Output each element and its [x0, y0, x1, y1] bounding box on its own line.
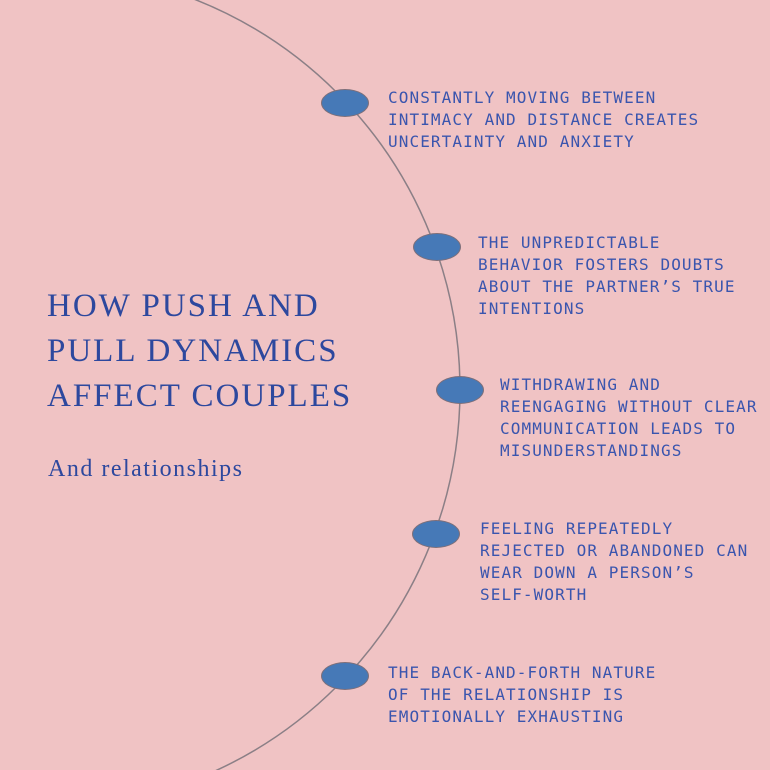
page-title: HOW PUSH AND PULL DYNAMICS AFFECT COUPLE…	[47, 288, 353, 414]
ellipse-bullet-icon	[321, 662, 369, 690]
title-block: HOW PUSH AND PULL DYNAMICS AFFECT COUPLE…	[47, 284, 447, 419]
ellipse-bullet-icon	[413, 233, 461, 261]
ellipse-bullet-icon	[412, 520, 460, 548]
list-item: WITHDRAWING AND REENGAGING WITHOUT CLEAR…	[500, 375, 758, 460]
list-item: FEELING REPEATEDLY REJECTED OR ABANDONED…	[480, 519, 749, 604]
ellipse-bullet-icon	[436, 376, 484, 404]
list-item: CONSTANTLY MOVING BETWEEN INTIMACY AND D…	[388, 88, 700, 151]
list-item: THE BACK-AND-FORTH NATURE OF THE RELATIO…	[388, 663, 657, 726]
list-item: THE UNPREDICTABLE BEHAVIOR FOSTERS DOUBT…	[478, 233, 736, 318]
ellipse-bullet-icon	[321, 89, 369, 117]
page-subtitle: And relationships	[48, 456, 244, 482]
